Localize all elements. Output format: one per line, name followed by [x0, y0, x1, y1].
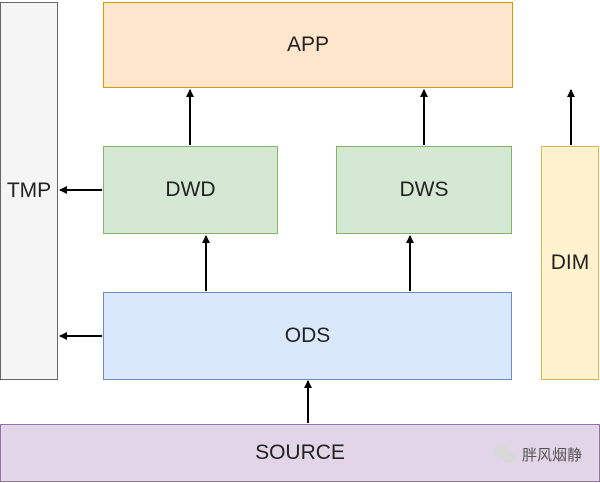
chat-bubbles-icon	[493, 444, 516, 465]
source-layer-label: SOURCE	[255, 441, 345, 464]
app-layer-label: APP	[286, 33, 330, 56]
dws-layer-box: DWS	[336, 146, 512, 234]
watermark-text: 胖风烟静	[521, 447, 582, 464]
dim-layer-label: DIM	[550, 251, 590, 274]
tmp-layer-label: TMP	[6, 179, 52, 202]
tmp-layer-box: TMP	[0, 2, 58, 380]
dwd-layer-label: DWD	[165, 178, 216, 201]
watermark: 胖风烟静	[493, 444, 582, 465]
ods-layer-box: ODS	[103, 292, 512, 380]
dws-layer-label: DWS	[399, 178, 449, 201]
ods-layer-label: ODS	[284, 324, 331, 347]
app-layer-box: APP	[103, 2, 513, 88]
dim-layer-box: DIM	[541, 146, 599, 380]
dwd-layer-box: DWD	[103, 146, 278, 234]
